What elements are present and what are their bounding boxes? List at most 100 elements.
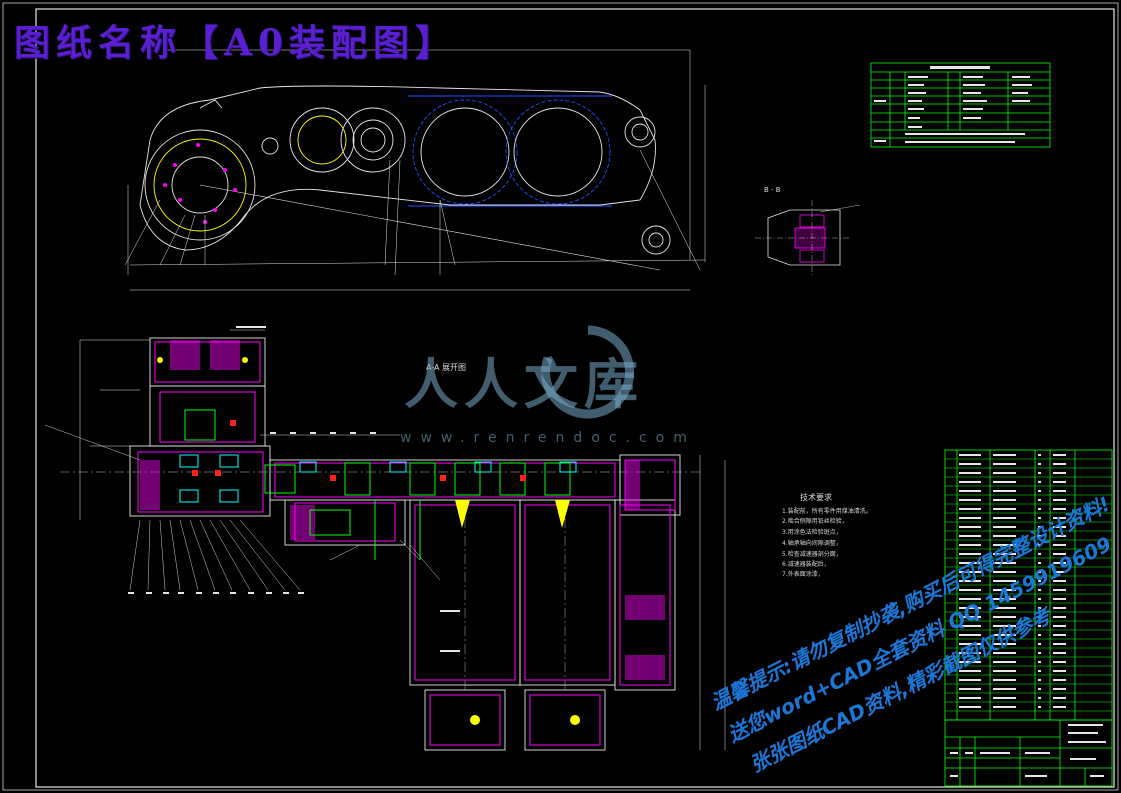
bom-cell-text bbox=[1053, 454, 1066, 456]
bom-cell-text bbox=[1038, 661, 1041, 663]
bom-cell-text bbox=[993, 526, 1016, 528]
bom-cell-text bbox=[1038, 535, 1041, 537]
bom-cell-text bbox=[1038, 670, 1041, 672]
bom-cell-text bbox=[993, 643, 1016, 645]
bom-cell-text bbox=[1053, 490, 1066, 492]
bom-cell-text bbox=[959, 643, 981, 645]
bom-cell-text bbox=[1038, 481, 1041, 483]
bom-cell-text bbox=[959, 589, 981, 591]
tech-requirement-line: 4.轴承轴向间隙调整， bbox=[782, 540, 842, 547]
bom-cell-text bbox=[1053, 679, 1066, 681]
bom-cell-text bbox=[959, 481, 981, 483]
main-assembly-bearings bbox=[179, 454, 577, 503]
bom-cell-text bbox=[993, 580, 1016, 582]
bom-cell-text bbox=[1038, 616, 1041, 618]
bom-cell-text bbox=[1053, 616, 1066, 618]
bom-cell-text bbox=[1053, 562, 1066, 564]
title-block bbox=[944, 719, 1113, 787]
bom-cell-text bbox=[1053, 688, 1066, 690]
bom-cell-text bbox=[959, 706, 981, 708]
view-label: A-A 展开图 bbox=[426, 363, 467, 372]
bom-cell-text bbox=[1053, 580, 1066, 582]
bom-cell-text bbox=[993, 625, 1016, 627]
bom-cell-text bbox=[1053, 571, 1066, 573]
bom-cell-text bbox=[1053, 697, 1066, 699]
bom-cell-text bbox=[959, 472, 981, 474]
bom-cell-text bbox=[1038, 553, 1041, 555]
bom-cell-text bbox=[1038, 652, 1041, 654]
top-view-dimension-leaders bbox=[124, 159, 456, 266]
bom-cell-text bbox=[959, 508, 981, 510]
bom-cell-text bbox=[993, 481, 1016, 483]
tech-requirement-line: 1.装配前，所有零件用煤油清洗。 bbox=[782, 508, 872, 515]
bom-cell-text bbox=[993, 598, 1016, 600]
bom-cell-text bbox=[1053, 643, 1066, 645]
bom-cell-text bbox=[993, 517, 1016, 519]
tech-requirement-line: 2.啮合侧隙用铅丝检验， bbox=[782, 518, 848, 525]
bom-cell-text bbox=[1053, 670, 1066, 672]
main-assembly-leaders bbox=[44, 329, 441, 591]
bom-cell-text bbox=[1038, 706, 1041, 708]
bom-cell-text bbox=[1053, 535, 1066, 537]
drawing-inner-frame bbox=[35, 8, 1115, 788]
bom-cell-text bbox=[993, 697, 1016, 699]
bom-cell-text bbox=[1038, 571, 1041, 573]
bom-cell-text bbox=[959, 454, 981, 456]
bom-cell-text bbox=[1053, 634, 1066, 636]
bom-cell-text bbox=[1053, 553, 1066, 555]
bom-cell-text bbox=[959, 571, 981, 573]
bom-cell-text bbox=[1038, 634, 1041, 636]
bom-cell-text bbox=[993, 706, 1016, 708]
bom-cell-text bbox=[959, 544, 981, 546]
bom-cell-text bbox=[993, 472, 1016, 474]
bom-cell-text bbox=[1053, 625, 1066, 627]
bom-cell-text bbox=[1053, 481, 1066, 483]
bom-cell-text bbox=[1038, 454, 1041, 456]
section-label: B - B bbox=[764, 186, 781, 194]
bom-cell-text bbox=[993, 463, 1016, 465]
bom-cell-text bbox=[1053, 508, 1066, 510]
bom-cell-text bbox=[1053, 598, 1066, 600]
bom-cell-text bbox=[993, 490, 1016, 492]
bom-cell-text bbox=[1038, 580, 1041, 582]
bom-cell-text bbox=[959, 598, 981, 600]
bom-cell-text bbox=[959, 463, 981, 465]
bom-cell-text bbox=[1053, 517, 1066, 519]
bom-cell-text bbox=[993, 589, 1016, 591]
bom-cell-text bbox=[959, 697, 981, 699]
bom-cell-text bbox=[959, 679, 981, 681]
bom-cell-text bbox=[993, 661, 1016, 663]
bom-cell-text bbox=[1038, 598, 1041, 600]
main-assembly-number-labels bbox=[128, 326, 460, 652]
bom-cell-text bbox=[959, 688, 981, 690]
bom-cell-text bbox=[993, 553, 1016, 555]
bom-cells bbox=[959, 454, 1066, 708]
bom-cell-text bbox=[1053, 463, 1066, 465]
drawing-title: 图纸名称【A0装配图】 bbox=[14, 22, 457, 64]
bom-cell-text bbox=[1038, 562, 1041, 564]
top-view-arm bbox=[127, 49, 706, 291]
bom-rows bbox=[945, 458, 1112, 712]
tech-requirement-line: 6.减速器装配后， bbox=[782, 561, 830, 568]
bom-cell-text bbox=[1053, 607, 1066, 609]
tech-requirement-line: 3.用涂色法检验斑点， bbox=[782, 529, 842, 536]
bom-cell-text bbox=[1038, 517, 1041, 519]
bom-cell-text bbox=[1053, 526, 1066, 528]
bom-cell-text bbox=[1038, 625, 1041, 627]
tech-requirements-title: 技术要求 bbox=[800, 493, 832, 502]
main-assembly-shafts bbox=[184, 409, 571, 560]
parameter-table-cells bbox=[874, 66, 1032, 143]
bom-cell-text bbox=[1038, 544, 1041, 546]
bom-cell-text bbox=[1038, 679, 1041, 681]
bom-cell-text bbox=[1038, 688, 1041, 690]
bom-cell-text bbox=[959, 535, 981, 537]
bom-cell-text bbox=[993, 679, 1016, 681]
bom-cell-text bbox=[1038, 607, 1041, 609]
bom-cell-text bbox=[1038, 589, 1041, 591]
bom-cell-text bbox=[1053, 706, 1066, 708]
bom-cell-text bbox=[993, 535, 1016, 537]
watermark-logo-icon bbox=[541, 325, 635, 419]
bom-cell-text bbox=[959, 499, 981, 501]
bom-cell-text bbox=[993, 652, 1016, 654]
